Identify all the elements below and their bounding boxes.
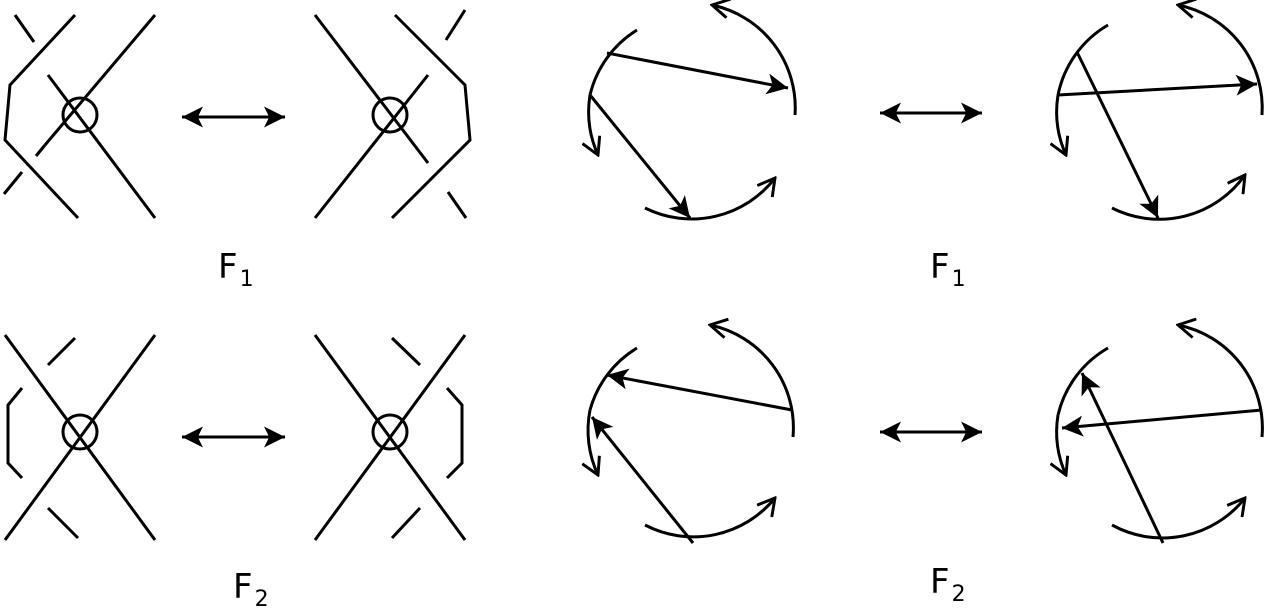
strand [46,74,157,219]
strand [390,13,472,220]
label-subscript: 2 [951,582,966,607]
strand [390,506,422,540]
label-base: F [218,247,238,287]
chord-arrow [1075,51,1160,219]
label-f1-knots: F1 [218,250,254,291]
label-subscript: 1 [239,267,254,292]
chord-arrow [590,416,695,544]
f2-knot-left [3,334,157,541]
virtual-crossing-circle [371,96,409,134]
label-base: F [930,247,950,287]
circle-arc [644,498,775,539]
circle-arc [1057,414,1066,475]
circle-arc [712,5,797,116]
strand [313,74,430,219]
strand [2,171,24,195]
virtual-crossing-circle [61,413,99,451]
strand [390,336,422,367]
chord-arrow [606,368,793,412]
label-f2-knots: F2 [233,570,269,611]
strand [13,14,36,43]
label-f1-gauss: F1 [930,250,966,291]
circle-arc [1178,325,1264,438]
label-f2-gauss: F2 [930,565,966,606]
circle-arc [710,325,795,438]
strand [46,336,77,367]
label-base: F [233,567,253,607]
circle-arc [589,94,598,155]
label-subscript: 2 [254,587,269,612]
chord-arrow [1080,372,1165,544]
circle-arc [1057,94,1066,155]
circle-arc [1056,23,1109,96]
circle-arc [644,178,775,221]
label-subscript: 1 [951,267,966,292]
circle-arc [1178,5,1264,116]
strand [313,14,430,164]
f1-gauss-left [588,5,797,221]
f1-knot-right [313,9,472,220]
f2-knot-right [313,334,467,541]
strand [446,191,468,219]
strand [43,14,157,146]
strand [445,387,464,480]
virtual-crossing-circle [61,96,99,134]
label-base: F [930,562,950,602]
circle-arc [1111,175,1245,221]
chord-arrow [588,94,692,219]
chord-arrow [1061,408,1263,437]
f2-gauss-right [1056,325,1264,544]
strand [6,387,24,480]
strand [313,334,467,541]
virtual-crossing-circle [371,413,409,451]
circle-arc [1056,346,1109,416]
circle-arc [588,28,638,96]
strand [46,506,80,540]
strand [3,334,157,541]
circle-arc [588,409,598,475]
f1-knot-left [2,13,157,220]
circle-arc [1111,498,1245,540]
f1-gauss-right [1056,5,1264,221]
chord-arrow [606,51,789,95]
strand [444,9,467,41]
strand [3,13,80,220]
f2-gauss-left [588,325,795,544]
chord-arrow [1057,74,1258,97]
